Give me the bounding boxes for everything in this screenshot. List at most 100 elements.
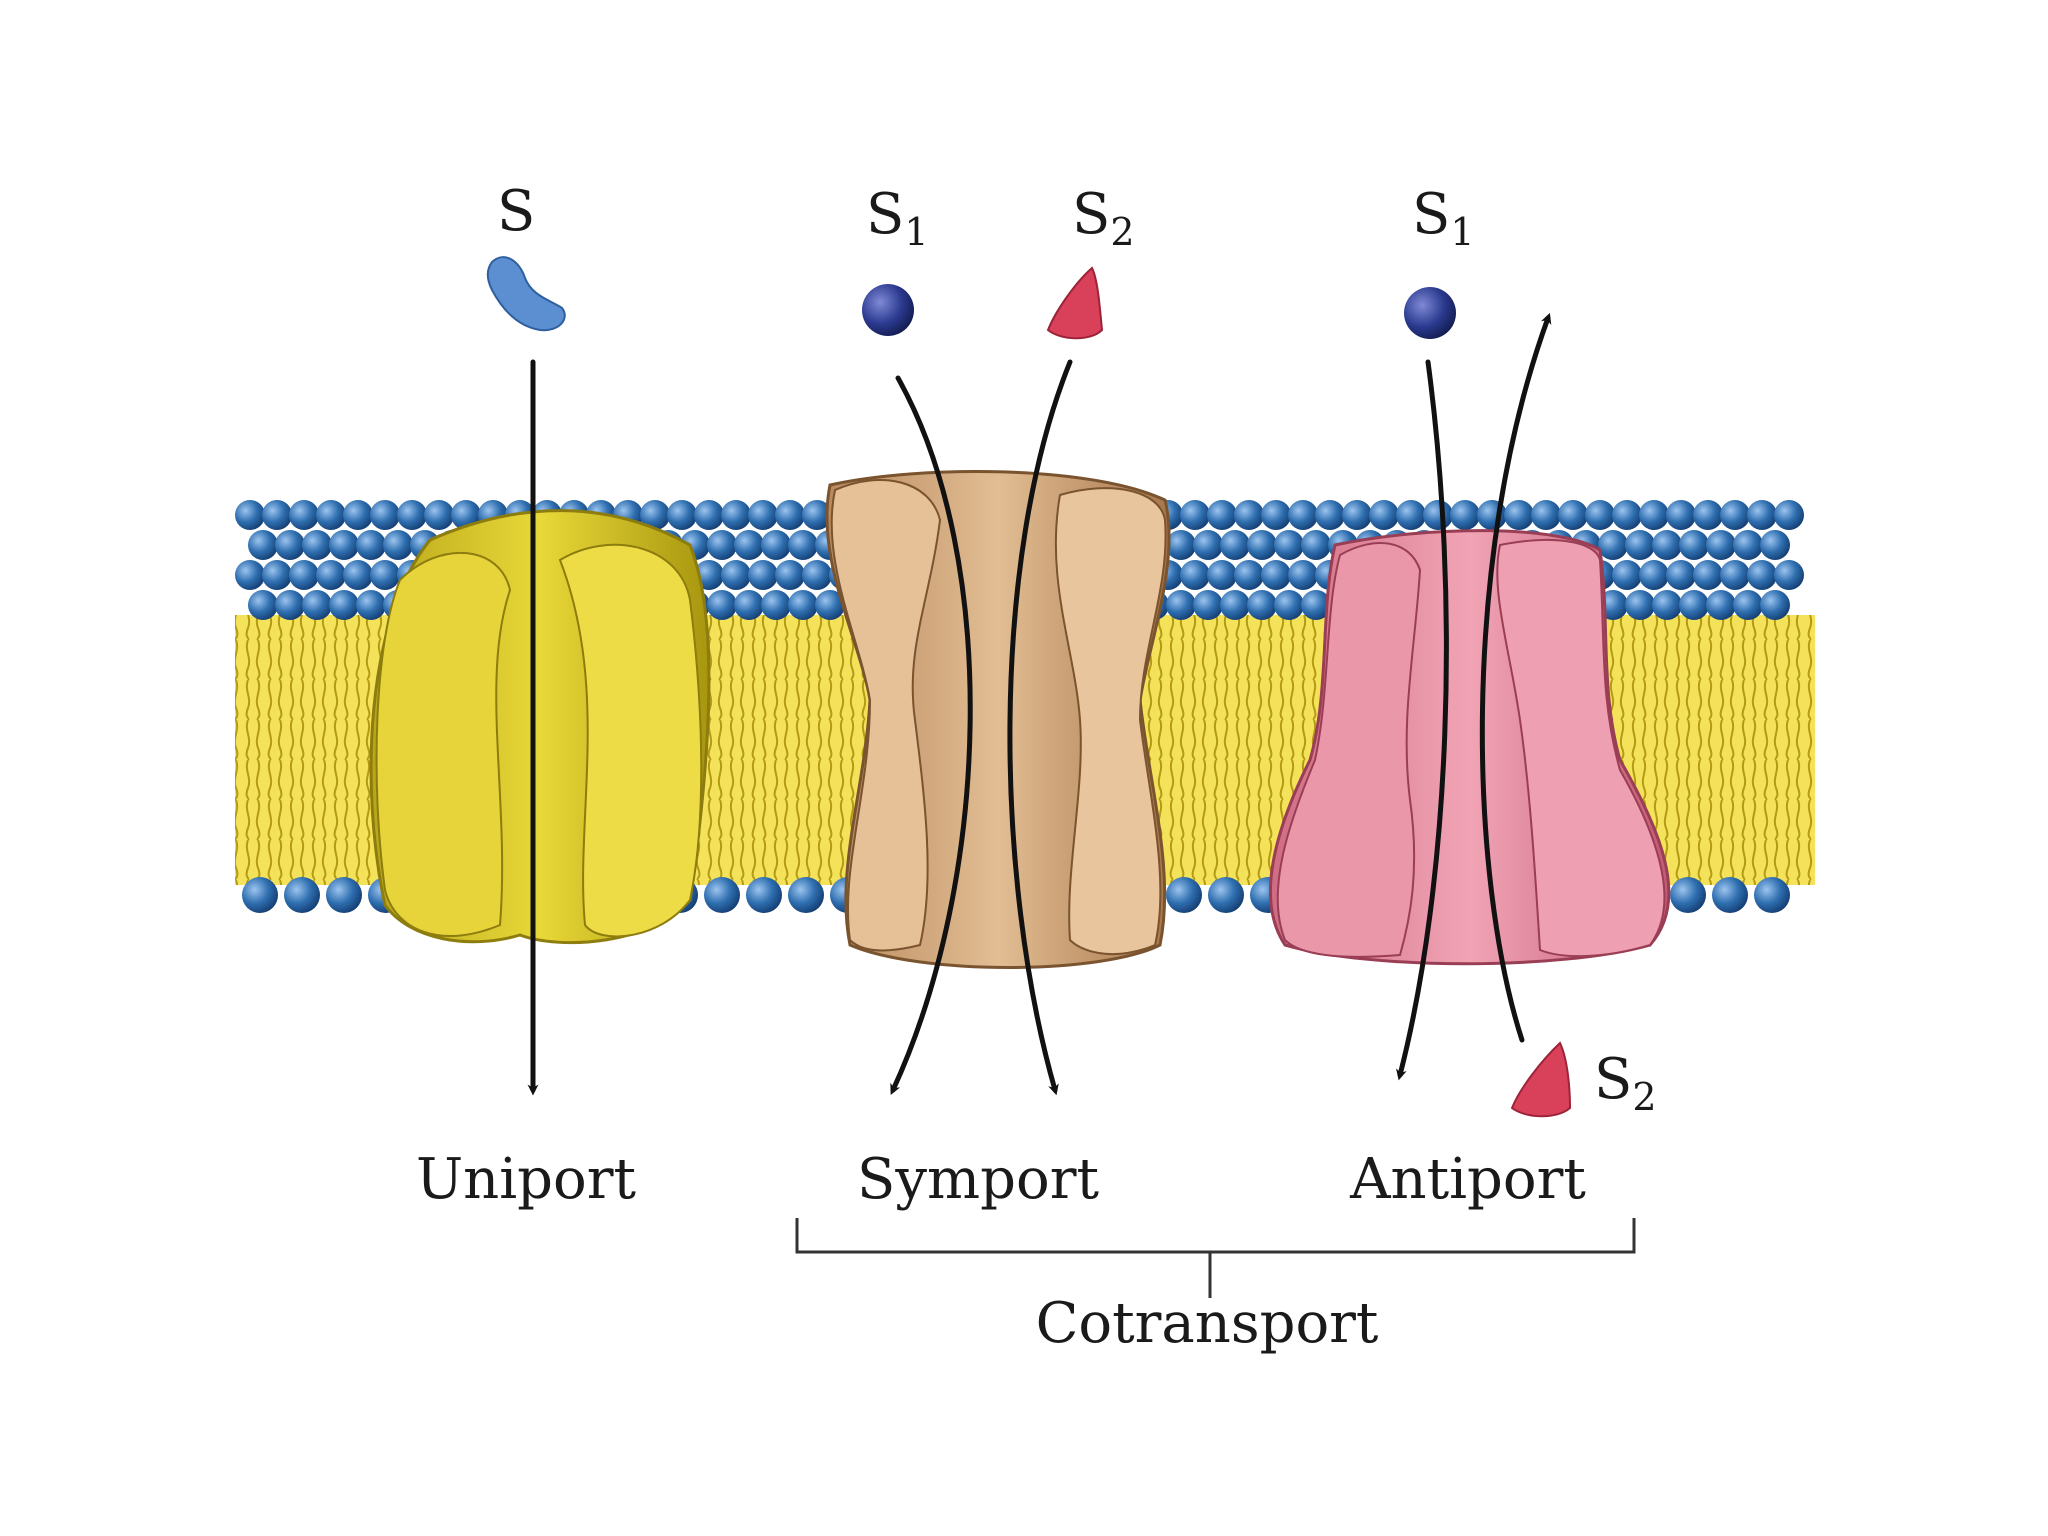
lipid-head: [248, 590, 278, 620]
lipid-head: [343, 500, 373, 530]
lipid-head: [370, 500, 400, 530]
lipid-head: [1625, 590, 1655, 620]
lipid-head: [721, 500, 751, 530]
antiport-s2-arrow: [1479, 312, 1552, 1043]
lipid-head: [1274, 530, 1304, 560]
label-antiport-s1: S1: [1412, 182, 1475, 254]
lipid-head: [802, 500, 832, 530]
lipid-head: [289, 560, 319, 590]
lipid-head: [262, 560, 292, 590]
label-cotransport: Cotransport: [1036, 1291, 1379, 1356]
lipid-head: [1261, 560, 1291, 590]
lipid-head: [275, 530, 305, 560]
label-uniport: Uniport: [416, 1147, 637, 1212]
lipid-head: [775, 500, 805, 530]
lipid-head: [1670, 877, 1706, 913]
lipid-head: [1423, 500, 1453, 530]
label-symport-s1: S1: [866, 182, 929, 254]
lipid-head: [1207, 560, 1237, 590]
lipid-head: [734, 530, 764, 560]
lipid-head: [640, 500, 670, 530]
substrate-s2-antiport-molecule: [1510, 1041, 1572, 1118]
lipid-head: [242, 877, 278, 913]
lipid-head: [248, 530, 278, 560]
lipid-head: [1652, 590, 1682, 620]
lipid-head: [748, 560, 778, 590]
lipid-head: [1733, 530, 1763, 560]
lipid-head: [1220, 530, 1250, 560]
lipid-head: [1166, 590, 1196, 620]
lipid-head: [1720, 560, 1750, 590]
label-antiport-s2: S2: [1594, 1047, 1657, 1119]
lipid-head: [1720, 500, 1750, 530]
lipid-head: [748, 500, 778, 530]
cotransport-bracket: [795, 1218, 1636, 1298]
label-symport: Symport: [857, 1147, 1099, 1212]
lipid-head: [1706, 530, 1736, 560]
lipid-head: [1288, 500, 1318, 530]
lipid-head: [326, 877, 362, 913]
lipid-head: [721, 560, 751, 590]
substrate-s1-symport-molecule: [862, 284, 914, 336]
lipid-head: [397, 500, 427, 530]
lipid-head: [1247, 590, 1277, 620]
lipid-head: [1274, 590, 1304, 620]
symport-s1-arrow: [890, 375, 973, 1095]
lipid-head: [667, 500, 697, 530]
lipid-head: [1774, 560, 1804, 590]
lipid-head: [1315, 500, 1345, 530]
lipid-head: [1234, 500, 1264, 530]
lipid-head: [707, 530, 737, 560]
lipid-head: [761, 530, 791, 560]
lipid-head: [1166, 530, 1196, 560]
lipid-head: [1369, 500, 1399, 530]
symport-s2-arrow: [1007, 359, 1073, 1096]
lipid-head: [1693, 500, 1723, 530]
lipid-head: [1612, 500, 1642, 530]
symport-protein: [825, 469, 1171, 969]
lipid-head: [1712, 877, 1748, 913]
lipid-head: [262, 500, 292, 530]
lipid-head: [343, 560, 373, 590]
lipid-head: [1733, 590, 1763, 620]
lipid-head: [1180, 560, 1210, 590]
lipid-head: [694, 500, 724, 530]
lipid-head: [1612, 560, 1642, 590]
substrate-s2-symport-molecule: [1046, 266, 1104, 340]
lipid-head: [1220, 590, 1250, 620]
lipid-head: [370, 560, 400, 590]
lipid-head: [1747, 560, 1777, 590]
lipid-head: [316, 500, 346, 530]
lipid-head: [815, 590, 845, 620]
lipid-head: [746, 877, 782, 913]
antiport-s1-arrow: [1396, 359, 1449, 1081]
lipid-head: [802, 560, 832, 590]
lipid-head: [1666, 560, 1696, 590]
label-antiport: Antiport: [1349, 1147, 1586, 1212]
lipid-head: [1585, 500, 1615, 530]
label-uniport-s: S: [497, 179, 535, 244]
lipid-head: [1652, 530, 1682, 560]
lipid-head: [424, 500, 454, 530]
lipid-head: [1760, 530, 1790, 560]
lipid-head: [1754, 877, 1790, 913]
lipid-head: [1301, 530, 1331, 560]
lipid-head: [329, 590, 359, 620]
lipid-head: [788, 530, 818, 560]
lipid-head: [1598, 530, 1628, 560]
lipid-head: [704, 877, 740, 913]
lipid-head: [1234, 560, 1264, 590]
lipid-head: [1747, 500, 1777, 530]
lipid-head: [1261, 500, 1291, 530]
lipid-head: [284, 877, 320, 913]
lipid-head: [356, 530, 386, 560]
lipid-head: [1301, 590, 1331, 620]
lipid-head: [356, 590, 386, 620]
lipid-head: [302, 590, 332, 620]
lipid-head: [235, 560, 265, 590]
lipid-head: [1531, 500, 1561, 530]
lipid-head: [289, 500, 319, 530]
lipid-head: [275, 590, 305, 620]
lipid-head: [788, 590, 818, 620]
